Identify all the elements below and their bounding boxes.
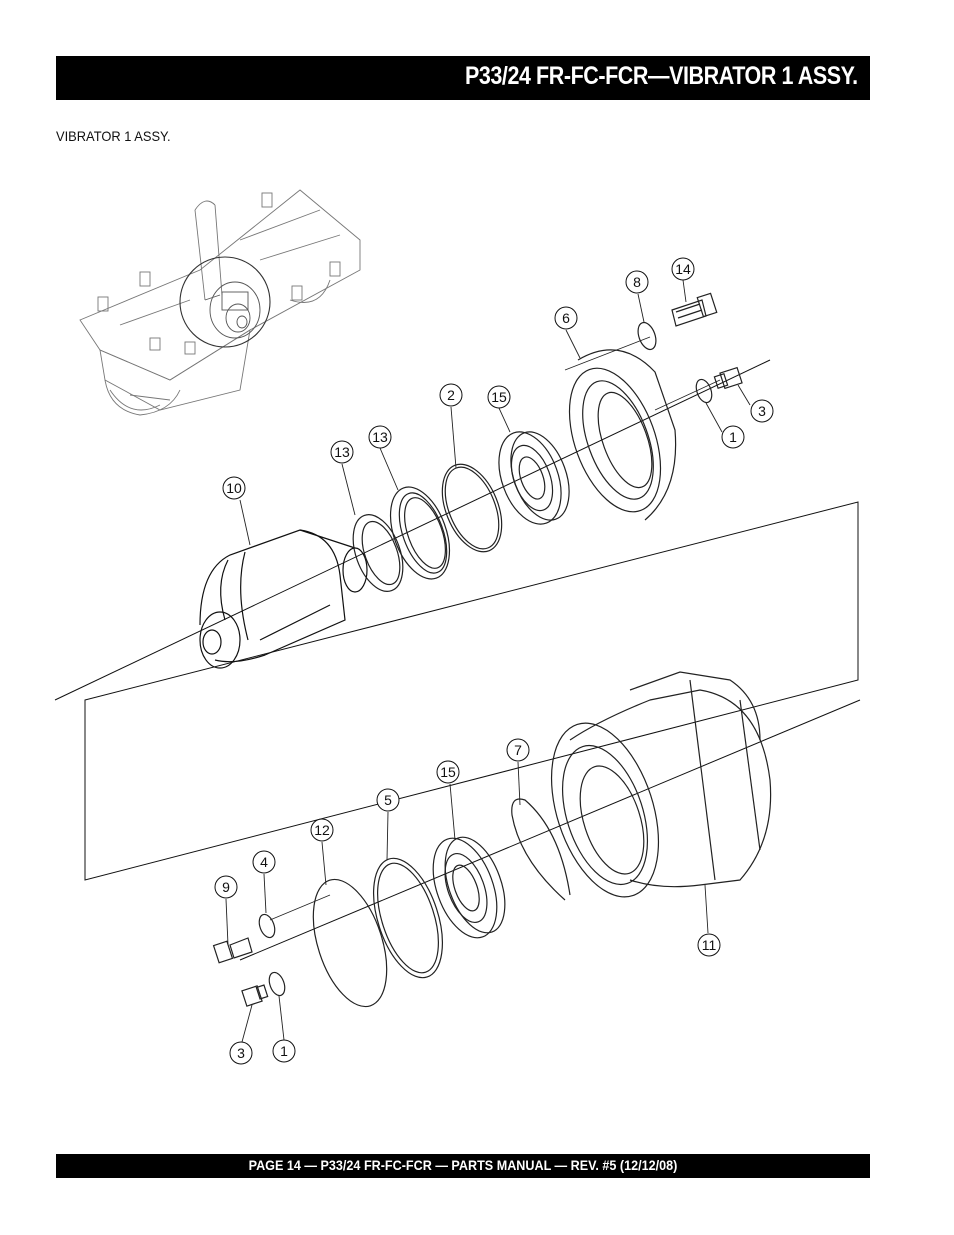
callout-2: [439, 383, 463, 407]
part-7-snap-ring: [511, 798, 571, 901]
callout-4: [252, 850, 276, 874]
callout-14: [671, 257, 695, 281]
callout-label: 11: [702, 937, 717, 953]
callout-label: 1: [729, 429, 737, 445]
part-3-plug-upper: [713, 366, 743, 390]
part-2-ring: [441, 463, 503, 553]
callout-8: [625, 270, 649, 294]
page-title-bar: P33/24 FR-FC-FCR—VIBRATOR 1 ASSY.: [56, 56, 870, 100]
callout-label: 14: [675, 261, 691, 277]
part-10-rotor: [199, 529, 368, 669]
part-1-washer-lower: [268, 971, 286, 997]
callout-label: 4: [260, 854, 268, 870]
callout-1-lower: [272, 1039, 296, 1063]
callout-3-upper: [750, 399, 774, 423]
page-footer-text: PAGE 14 — P33/24 FR-FC-FCR — PARTS MANUA…: [248, 1157, 678, 1173]
callout-13-b: [368, 425, 392, 449]
part-4-washer: [258, 913, 276, 939]
callout-13-a: [330, 440, 354, 464]
part-8-washer: [637, 321, 657, 351]
part-13-seal-b: [389, 486, 451, 580]
callout-15-lower: [436, 760, 460, 784]
part-14-bolt: [671, 292, 718, 327]
part-5-gasket: [373, 857, 443, 979]
callout-1-upper: [721, 425, 745, 449]
part-11-housing: [550, 671, 772, 898]
assembly-frame: [84, 501, 859, 881]
callout-label: 15: [491, 389, 507, 405]
machine-overview-sketch: [79, 189, 361, 416]
part-6-cover: [568, 349, 677, 521]
callout-label: 15: [440, 764, 456, 780]
part-9-bolt: [212, 937, 253, 964]
callout-12: [310, 818, 334, 842]
part-15-bearing-upper: [498, 431, 570, 525]
callout-10: [222, 476, 246, 500]
callout-label: 3: [237, 1045, 245, 1061]
callout-label: 12: [314, 822, 330, 838]
callout-label: 8: [633, 274, 641, 290]
callout-label: 9: [222, 879, 230, 895]
callout-label: 13: [372, 429, 388, 445]
callout-label: 3: [758, 403, 766, 419]
part-12-cover-plate: [312, 878, 388, 1008]
page-footer-bar: PAGE 14 — P33/24 FR-FC-FCR — PARTS MANUA…: [56, 1154, 870, 1178]
part-3-plug-lower: [241, 984, 269, 1007]
callout-label: 2: [447, 387, 455, 403]
detail-circle: [179, 256, 271, 348]
callout-9: [214, 875, 238, 899]
callout-label: 5: [384, 792, 392, 808]
detail-circle-contents: [204, 281, 261, 339]
callout-5: [376, 788, 400, 812]
callout-label: 1: [280, 1043, 288, 1059]
callout-11: [697, 933, 721, 957]
part-1-washer-upper: [695, 378, 713, 404]
callout-3-lower: [229, 1041, 253, 1065]
callout-15-upper: [487, 385, 511, 409]
callout-label: 6: [562, 310, 570, 326]
section-subtitle: VIBRATOR 1 ASSY.: [56, 128, 171, 144]
callout-6: [554, 306, 578, 330]
callout-label: 13: [334, 444, 350, 460]
callout-7: [506, 738, 530, 762]
part-15-bearing-lower: [432, 836, 506, 939]
callout-label: 10: [226, 480, 242, 496]
page-title: P33/24 FR-FC-FCR—VIBRATOR 1 ASSY.: [465, 62, 858, 90]
callout-label: 7: [514, 742, 522, 758]
part-13-seal-a: [352, 514, 404, 592]
